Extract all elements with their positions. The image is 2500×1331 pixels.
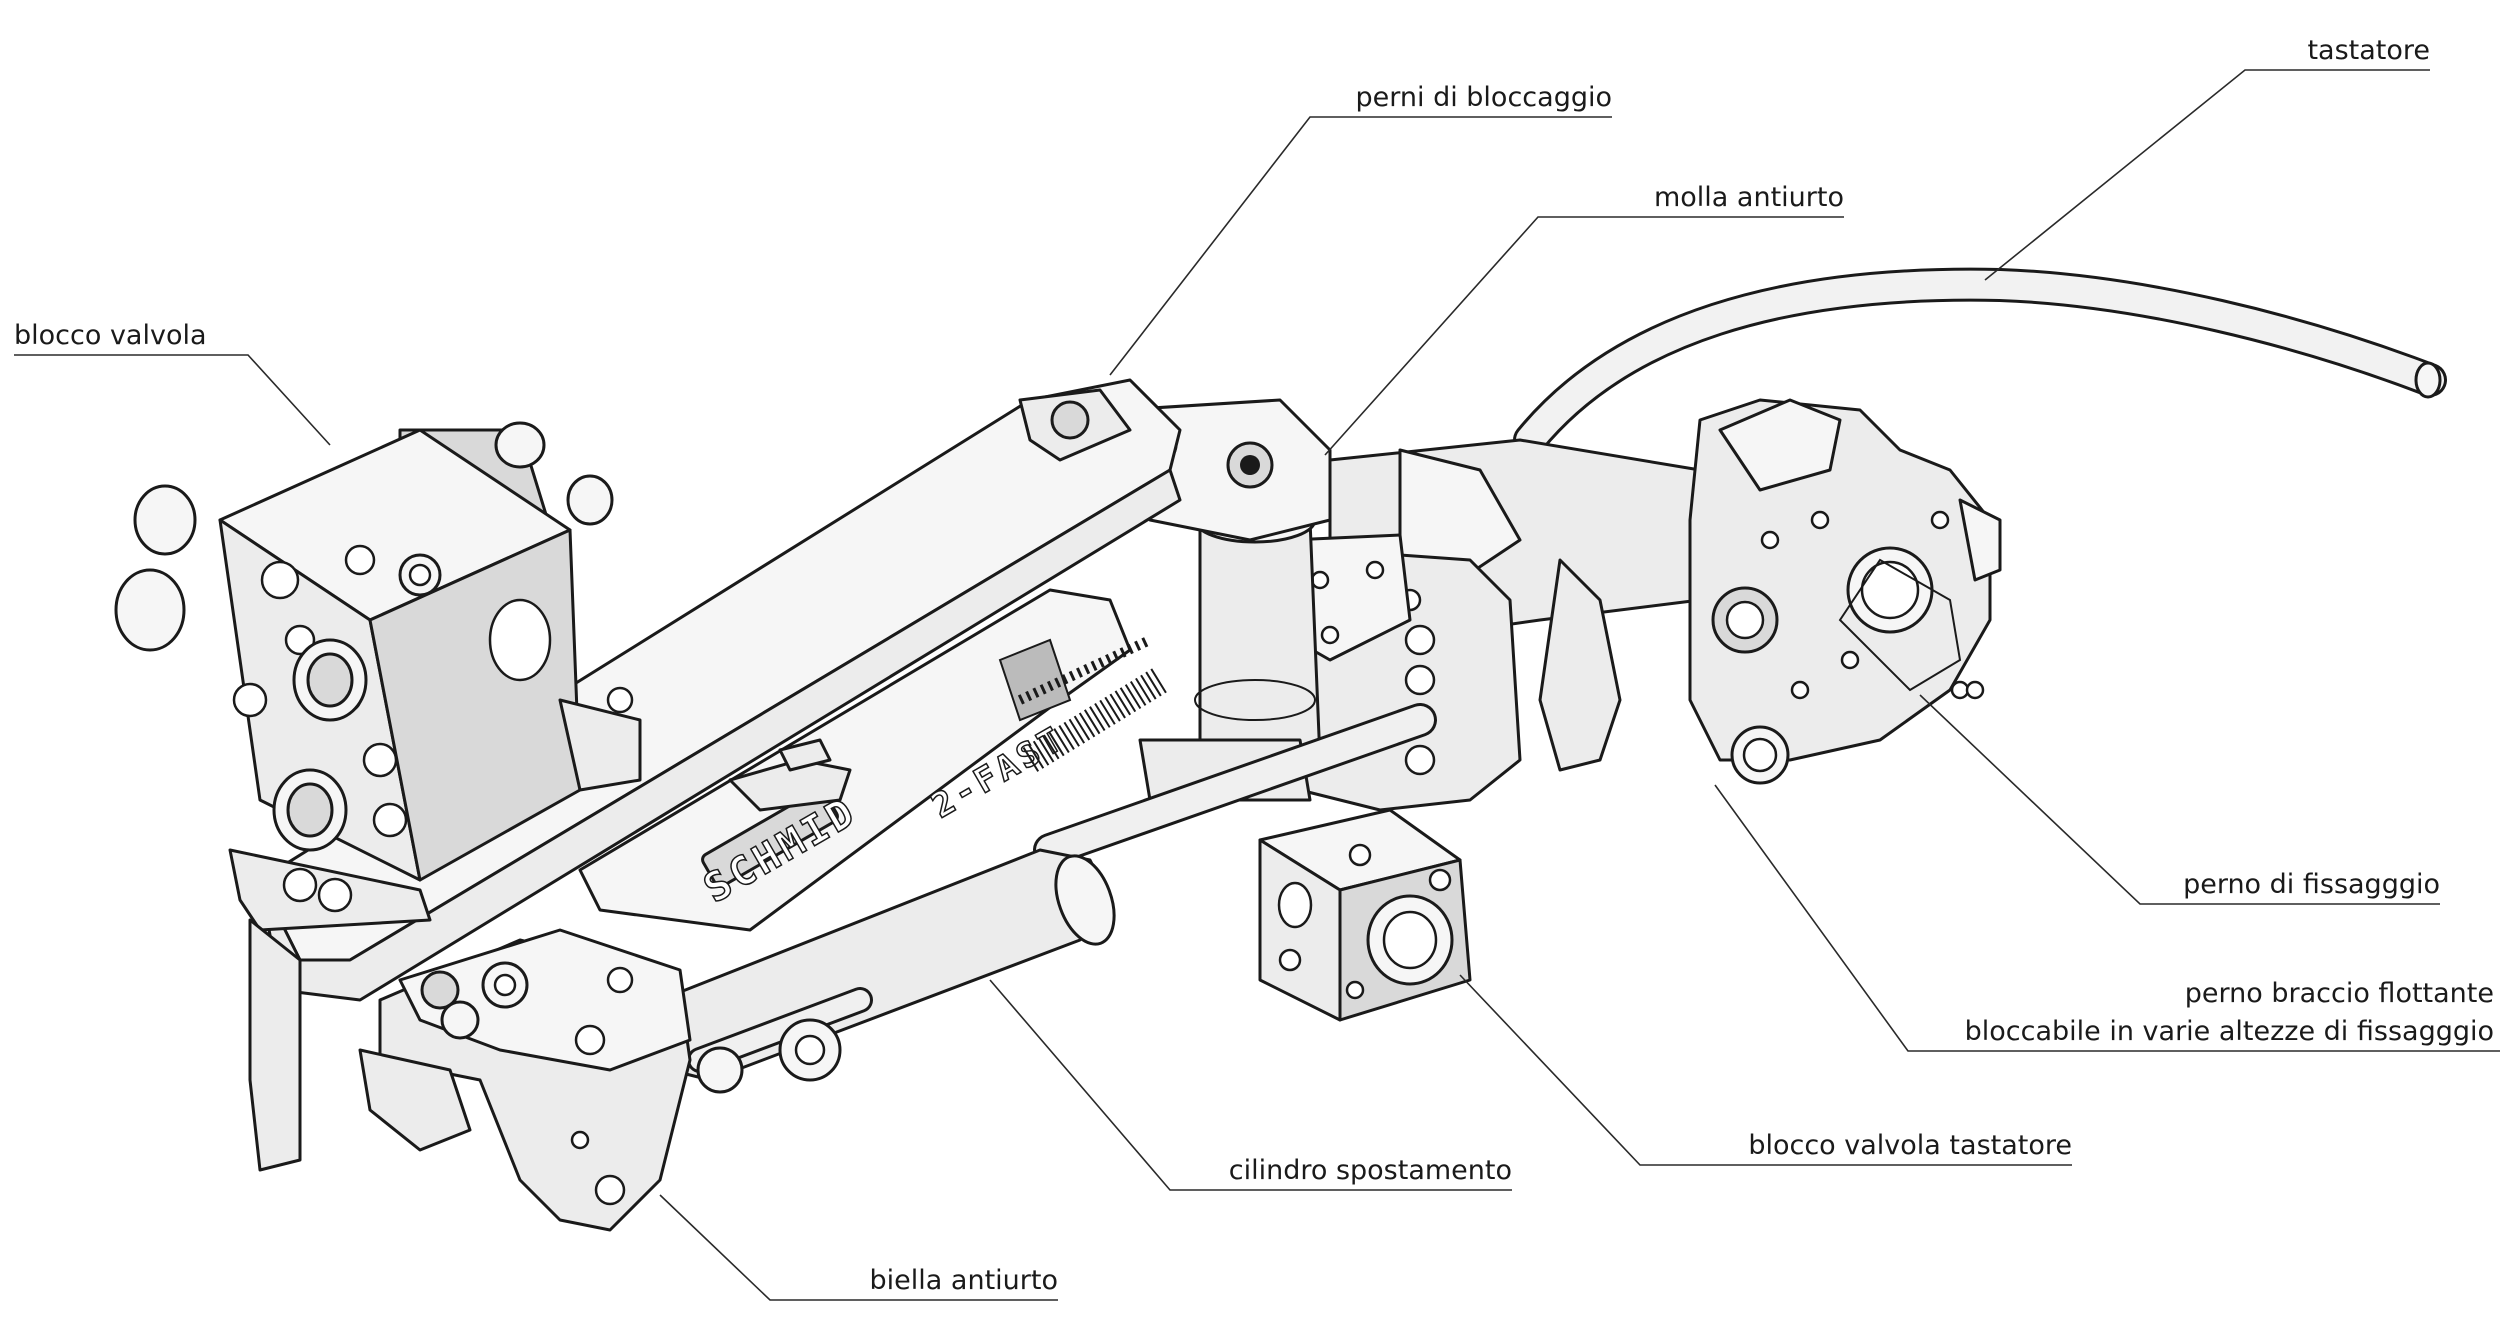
label-perni-di-bloccaggio: perni di bloccaggio [1356, 82, 1613, 113]
leader-cilindro-spostamento [989, 979, 1512, 1191]
label-molla-antiurto: molla antiurto [1654, 182, 1844, 213]
label-cilindro-spostamento: cilindro spostamento [1229, 1155, 1512, 1186]
feeler-valve-block [1258, 808, 1472, 1022]
leader-perno-braccio-flottante [1714, 784, 2500, 1052]
leader-molla-antiurto [1324, 216, 1844, 456]
anti-shock-spring [1022, 668, 1168, 772]
label-blocco-valvola-tastatore: blocco valvola tastatore [1748, 1130, 2072, 1161]
callout-labels: blocco valvola perni di bloccaggio molla… [14, 35, 2494, 1296]
label-biella-antiurto: biella antiurto [870, 1265, 1058, 1296]
leader-lines [14, 69, 2500, 1301]
tastatore-rod [1513, 267, 2447, 457]
leader-tastatore [1984, 69, 2430, 281]
leader-perno-di-fissagggio [1919, 694, 2440, 905]
hose-fitting [114, 421, 614, 852]
leader-biella-antiurto [659, 1194, 1058, 1301]
valve-block [114, 421, 642, 1172]
leader-perni-di-bloccaggio [1109, 116, 1612, 376]
label-blocco-valvola: blocco valvola [14, 320, 207, 351]
displacement-cylinder [648, 703, 1437, 1094]
label-perno-braccio-flottante-line2: bloccabile in varie altezze di fissagggi… [1965, 1016, 2494, 1047]
machine-drawing: SCHMID 2-FAST [114, 267, 2447, 1232]
leader-blocco-valvola [14, 354, 331, 446]
spring-plate: SCHMID 2-FAST [578, 588, 1153, 932]
label-tastatore: tastatore [2307, 35, 2430, 66]
label-perno-di-fissagggio: perno di fissagggio [2183, 869, 2440, 900]
anti-shock-link [358, 928, 692, 1232]
leader-blocco-valvola-tastatore [1459, 974, 2072, 1166]
label-perno-braccio-flottante-line1: perno braccio flottante [2185, 978, 2494, 1009]
